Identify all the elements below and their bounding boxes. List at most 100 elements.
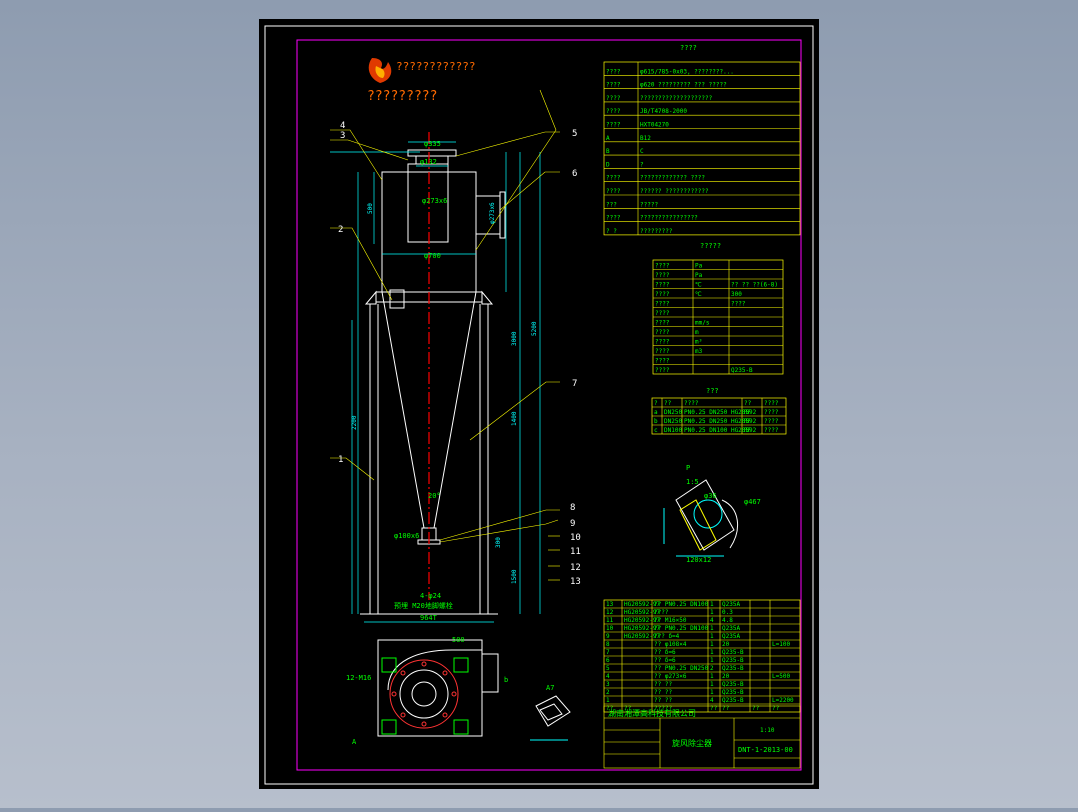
nozzle-row-cell: RF (744, 427, 752, 434)
heading-nozzle-table: ??? (706, 387, 719, 395)
title-block-row-cell: B (606, 148, 610, 155)
param-row-cell: m (695, 329, 699, 336)
callout-12: 12 (570, 563, 581, 573)
title-block-row-cell: ? ? (606, 228, 617, 235)
dim-bolts: 4-φ24 (420, 592, 441, 600)
detail-a-label: A7 (546, 684, 554, 692)
callout-11: 11 (570, 547, 581, 557)
callout-7: 7 (572, 379, 577, 389)
dim-inlet: φ273x6 (489, 202, 496, 224)
dim-h3: 1400 (511, 411, 518, 426)
title-block-row-cell: ???? (606, 188, 621, 195)
detail-dim1: φ36 (704, 492, 717, 500)
nozzle-row-cell: DN250 (664, 418, 682, 425)
parts-row-cell: 4 (710, 617, 714, 624)
title-block-row-frame (603, 61, 801, 236)
title-block-row-cell: ???? (606, 215, 621, 222)
param-row-cell: m³ (695, 339, 702, 346)
nozzle-row-cell: ???? (684, 400, 699, 407)
parts-row-cell: 1 (710, 633, 714, 640)
nozzle-row-cell: PN0.25 DN250 HG20592 (684, 409, 757, 416)
nozzle-row-cell: ???? (764, 427, 779, 434)
title-block-row-cell: JB/T4708-2000 (640, 108, 687, 115)
parts-row-cell: 1 (710, 681, 714, 688)
drawing-title: 旋风除尘器 (672, 738, 712, 748)
callout-6: 6 (572, 169, 577, 179)
parts-row-cell: 20 (722, 673, 730, 680)
param-row-cell: 300 (731, 291, 742, 298)
title-block-row-cell: φ615/785-0x03, ????????... (640, 68, 734, 75)
nozzle-row-cell: ?? (744, 400, 752, 407)
parts-row-cell: 3 (606, 681, 610, 688)
dim-top-width: φ335 (424, 140, 441, 148)
parts-row-cell: 4 (606, 673, 610, 680)
logo-subtext: ????????? (367, 89, 437, 104)
param-row-cell: ???? (655, 358, 670, 365)
dim-outlet: φ132 (420, 158, 437, 166)
dimension-lines (330, 141, 541, 623)
title-block-row-cell: φ620 ????????? ??? ????? (640, 82, 727, 89)
nozzle-row-cell: DN250 (664, 409, 682, 416)
nozzle-row-cell: RF (744, 418, 752, 425)
title-block-row-cell: ???? (606, 108, 621, 115)
parts-row-cell: 9 (606, 633, 610, 640)
nozzle-row-cell: ?? (664, 400, 672, 407)
parts-row-cell: ?? ?? (654, 689, 672, 696)
param-row-cell: m3 (695, 348, 703, 355)
title-block-row-cell: C (640, 148, 644, 155)
parts-row-cell: Q235-B (722, 657, 744, 664)
callout-2: 2 (338, 225, 343, 235)
dim-anchor: 预埋 M20地脚螺栓 (394, 601, 453, 610)
title-block-row-cell: A (606, 135, 610, 142)
parts-row-cell: 12 (606, 609, 614, 616)
param-row-cell: Pa (695, 272, 703, 279)
title-block-bottom (603, 705, 801, 769)
bolt-holes (391, 661, 457, 727)
outlet-pipe (407, 163, 449, 243)
parts-row-cell: ??? δ=4 (654, 633, 680, 640)
param-row-cell: ???? (655, 348, 670, 355)
plan-view (377, 639, 499, 737)
parts-row-cell: 1 (710, 673, 714, 680)
heading-title-block: ???? (680, 44, 697, 52)
callout-10: 10 (570, 533, 581, 543)
parts-row-cell: ?? M16×50 (654, 617, 687, 624)
nozzle-row-cell: ???? (764, 400, 779, 407)
parts-row-cell: ????? (654, 705, 672, 712)
parts-row-cell: HG20592-97 (624, 625, 661, 632)
parts-row-cell: ?? (752, 705, 760, 712)
parts-row-cell: 6 (606, 657, 610, 664)
parts-row-cell: 20 (722, 641, 730, 648)
dim-total-h: 5200 (531, 321, 538, 336)
nozzle-row-cell: RF (744, 409, 752, 416)
callout-13: 13 (570, 577, 581, 587)
title-block-row-cell: ???? (606, 95, 621, 102)
dim-outlet-pipe: φ273x6 (422, 197, 447, 205)
param-row-cell: ???? (655, 263, 670, 270)
parts-row-cell: ?? ?? (654, 681, 672, 688)
param-row-cell: Pa (695, 263, 703, 270)
title-block-row-cell: ???? (606, 122, 621, 129)
parts-row-cell: Q235-B (722, 665, 744, 672)
parts-row-cell: L=500 (772, 673, 790, 680)
nozzle-row-cell: DN100 (664, 427, 682, 434)
detail-a-view (530, 695, 571, 741)
parts-row-cell: L=100 (772, 641, 790, 648)
parts-row-cell: ?? PN0.25 DN100 (654, 625, 709, 632)
parts-row-cell: 1 (710, 609, 714, 616)
title-block-row-cell: ????????? (640, 228, 673, 235)
parts-row-cell: ?? PN0.25 DN100 (654, 601, 709, 608)
parts-row-cell: ?? φ108×4 (654, 641, 687, 648)
title-block-row-cell: ????? (640, 201, 658, 208)
param-row-cell: ???? (655, 282, 670, 289)
title-block-row-cell: ???? (606, 82, 621, 89)
parts-row-cell: ?? ?? (654, 697, 672, 704)
dim-base: 964T (420, 614, 438, 622)
title-block-row-cell: ??? (606, 201, 617, 208)
parts-row-cell: 1 (606, 697, 610, 704)
parts-row-cell: 1 (710, 641, 714, 648)
parts-row-cell: 8 (606, 641, 610, 648)
